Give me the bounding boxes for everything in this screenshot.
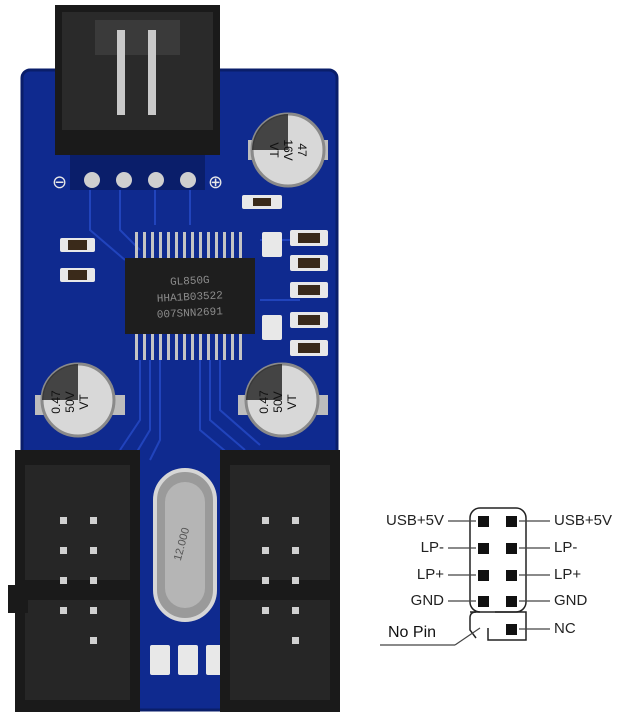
pin-leader-lines	[380, 520, 550, 646]
pin-squares	[478, 516, 517, 635]
capacitor-left-value: 0.47	[49, 390, 63, 414]
capacitor-right-voltage: 50V	[271, 391, 285, 412]
capacitor-bottom-left: 0.47 50V VT	[35, 362, 125, 438]
usb-header-left	[8, 450, 140, 712]
crystal-oscillator: 12.000	[153, 468, 217, 622]
pin-label-left-4: GND	[410, 592, 444, 609]
pin-label-left-3: LP+	[416, 566, 444, 583]
chip-marking-line-3: 007SNN2691	[157, 306, 224, 321]
fan-header-connector	[55, 5, 220, 190]
pin-label-left-2: LP-	[420, 539, 444, 556]
chip-marking-line-2: HHA1B03522	[157, 290, 224, 305]
pinout-diagram	[380, 507, 550, 646]
usb-hub-chip: GL850G HHA1B03522 007SNN2691	[125, 232, 255, 360]
pin-label-right-2: LP-	[554, 539, 578, 556]
capacitor-top-brand: VT	[267, 142, 281, 158]
smd-component-bodies	[68, 198, 320, 353]
pin-label-right-1: USB+5V	[554, 512, 612, 529]
pin-label-right-5: NC	[554, 620, 576, 637]
capacitor-top-voltage: 16V	[281, 139, 295, 160]
capacitor-top-value: 47	[295, 143, 309, 157]
polarity-minus-symbol: ⊖	[52, 172, 67, 193]
no-pin-label: No Pin	[388, 624, 437, 641]
chip-marking-line-1: GL850G	[170, 275, 210, 289]
capacitor-top: 47 16V VT	[248, 112, 328, 188]
polarity-plus-symbol: ⊕	[208, 172, 223, 193]
capacitor-left-brand: VT	[77, 394, 91, 410]
capacitor-left-voltage: 50V	[63, 391, 77, 412]
usb-header-right	[220, 450, 340, 712]
pin-label-left-1: USB+5V	[386, 512, 444, 529]
capacitor-bottom-right: 0.47 50V VT	[238, 362, 328, 438]
pin-label-right-3: LP+	[554, 566, 582, 583]
pin-label-right-4: GND	[554, 592, 588, 609]
capacitor-right-brand: VT	[285, 394, 299, 410]
capacitor-right-value: 0.47	[257, 390, 271, 414]
